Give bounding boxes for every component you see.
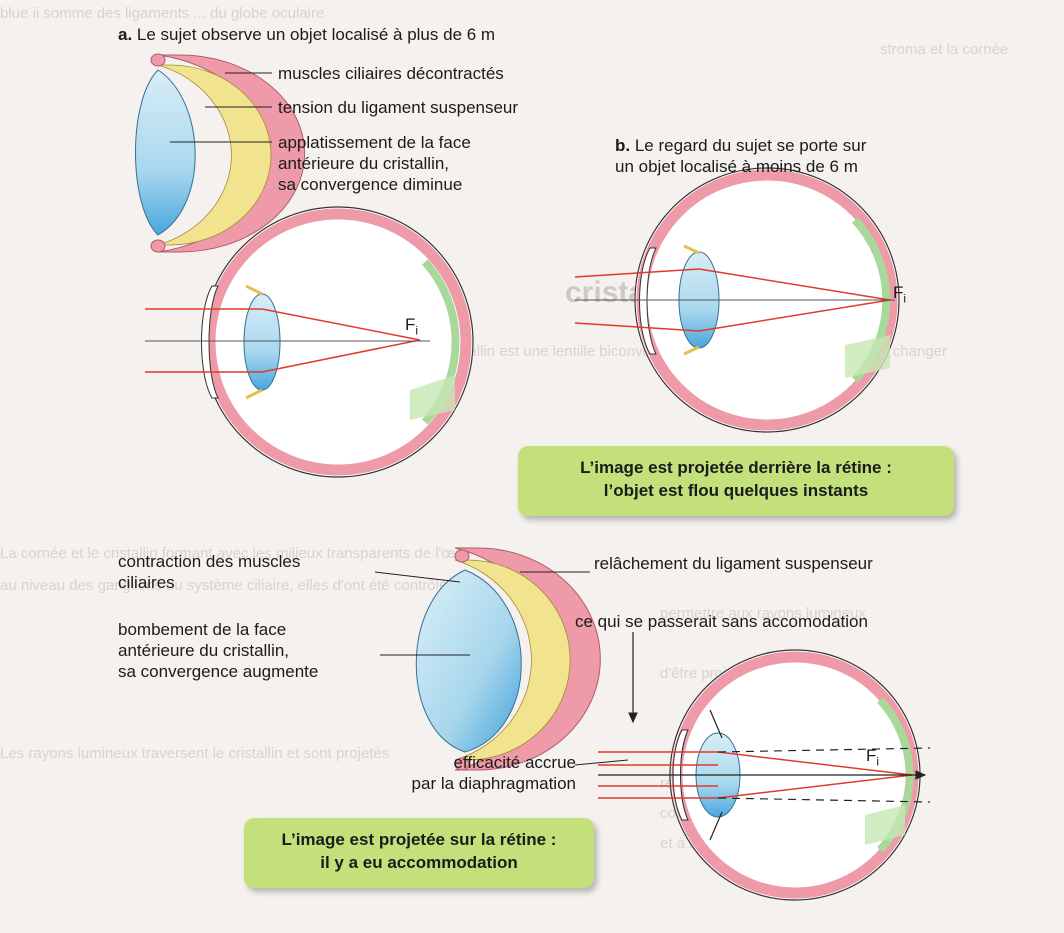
lens-detail-flattened — [135, 53, 306, 253]
label-lens-bulging: bombement de la face antérieure du crist… — [118, 619, 318, 682]
focus-label-b-main: F — [893, 283, 904, 302]
focus-label-c-sub: i — [876, 754, 880, 769]
section-b-title-line1: Le regard du sujet se porte sur — [634, 136, 867, 155]
label-ciliary-relaxed: muscles ciliaires décontractés — [278, 64, 504, 83]
section-b-title-line2: un objet localisé à moins de 6 m — [615, 157, 858, 176]
label-lens-flattening: applatissement de la face antérieure du … — [278, 132, 471, 195]
eye-near-object-blurred — [574, 167, 900, 433]
label-lens-bulging-line3: sa convergence augmente — [118, 662, 319, 681]
label-ciliary-contraction-line1: contraction des muscles — [118, 552, 301, 571]
section-a-letter: a. — [118, 25, 133, 44]
label-ciliary-contraction: contraction des muscles ciliaires — [118, 551, 300, 593]
label-lens-flattening-line3: sa convergence diminue — [278, 175, 463, 194]
focus-label-a: Fi — [405, 314, 418, 341]
label-diaphragmation-line2: par la diaphragmation — [411, 774, 576, 793]
eye-accommodated — [574, 632, 931, 901]
focus-label-b-sub: i — [903, 291, 907, 306]
callout-image-behind-retina: L’image est projetée derrière la rétine … — [518, 446, 954, 516]
label-ligament-relaxation: relâchement du ligament suspenseur — [594, 554, 873, 573]
label-diaphragmation: efficacité accrue par la diaphragmation — [390, 752, 576, 794]
label-lens-flattening-line1: applatissement de la face — [278, 133, 471, 152]
callout-image-on-retina: L’image est projetée sur la rétine : il … — [244, 818, 594, 888]
lens-detail-bulged — [374, 547, 601, 771]
callout-on-retina-line1: L’image est projetée sur la rétine : — [281, 830, 557, 849]
focus-label-b: Fi — [893, 282, 906, 309]
section-a-title-text: Le sujet observe un objet localisé à plu… — [136, 25, 496, 44]
label-lens-flattening-line2: antérieure du cristallin, — [278, 154, 450, 173]
focus-label-c-main: F — [866, 746, 877, 765]
callout-on-retina-line2: il y a eu accommodation — [320, 853, 518, 872]
label-lens-bulging-line2: antérieure du cristallin, — [118, 641, 290, 660]
label-without-accommodation: ce qui se passerait sans accomodation — [575, 612, 868, 631]
label-ciliary-contraction-line2: ciliaires — [118, 573, 175, 592]
section-a-title: a. Le sujet observe un objet localisé à … — [118, 24, 495, 45]
section-b-letter: b. — [615, 136, 631, 155]
label-diaphragmation-line1: efficacité accrue — [453, 753, 576, 772]
focus-label-a-sub: i — [415, 323, 419, 338]
label-lens-bulging-line1: bombement de la face — [118, 620, 287, 639]
callout-behind-line1: L’image est projetée derrière la rétine … — [580, 458, 892, 477]
eye-distant-object — [145, 206, 474, 478]
focus-label-a-main: F — [405, 315, 416, 334]
focus-label-c: Fi — [866, 745, 879, 772]
callout-behind-line2: l’objet est flou quelques instants — [603, 481, 869, 500]
label-ligament-tension: tension du ligament suspenseur — [278, 98, 519, 117]
section-b-title: b. Le regard du sujet se porte sur un ob… — [615, 135, 866, 177]
